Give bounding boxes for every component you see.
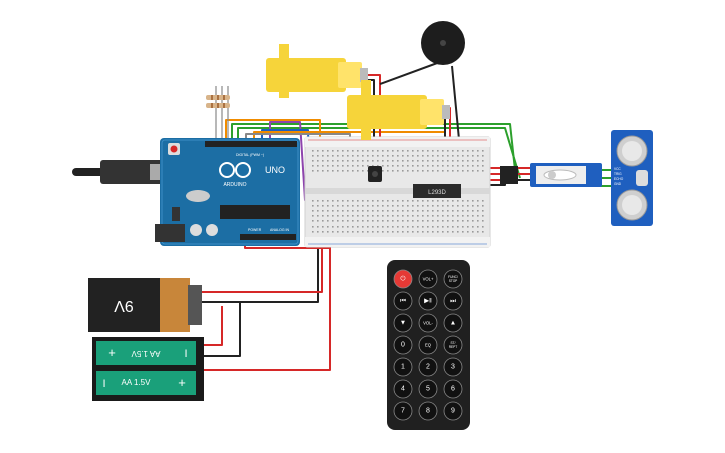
remote-button-play-pause[interactable]: ▶‖ [418, 291, 438, 311]
remote-button-six[interactable]: 6 [443, 379, 463, 399]
aa-top-minus: I [184, 348, 187, 360]
remote-button-label: 9 [451, 408, 455, 415]
servo-motor[interactable] [500, 163, 602, 187]
arduino-header-digital: DIGITAL (PWM ~) [236, 153, 264, 157]
remote-button-eight[interactable]: 8 [418, 401, 438, 421]
remote-button-grid: ⏻ VOL+ FUNC/STOP ⏮ ▶‖ ⏭ ▼ VOL- ▲ 0 EQ ST/REPT 1 2 3 4 5 6… [393, 269, 463, 421]
remote-button-label: ⏭ [450, 298, 456, 305]
remote-button-one[interactable]: 1 [393, 357, 413, 377]
remote-button-label: FUNC/ [448, 275, 458, 279]
remote-button-label: VOL- [423, 321, 433, 326]
remote-button-up[interactable]: ▲ [443, 313, 463, 333]
remote-button-three[interactable]: 3 [443, 357, 463, 377]
remote-button-label: 1 [401, 364, 405, 371]
remote-button-label: 3 [451, 364, 455, 371]
ir-receiver [368, 166, 382, 182]
remote-button-next[interactable]: ⏭ [443, 291, 463, 311]
remote-button-label: EQ [425, 343, 432, 348]
ir-remote[interactable]: ⏻ VOL+ FUNC/STOP ⏮ ▶‖ ⏭ ▼ VOL- ▲ 0 EQ ST/REPT 1 2 3 4 5 6… [387, 260, 470, 430]
arduino-logo [219, 162, 251, 178]
remote-button-label: 4 [401, 386, 405, 393]
wire-aa-red [203, 244, 331, 371]
remote-button-eq[interactable]: EQ [418, 335, 438, 355]
arduino-brand: ARDUINO [223, 182, 246, 188]
wire-aa-red2 [203, 306, 223, 346]
breadboard-holes [312, 150, 484, 233]
aa-cell-top-label: AA 1.5V [131, 349, 161, 358]
remote-button-label: ⏻ [400, 276, 405, 283]
atmega-chip [220, 205, 290, 219]
battery-9v[interactable]: 9V [88, 278, 202, 332]
battery-pack-aa[interactable]: AA 1.5V AA 1.5V + I I + [92, 337, 204, 401]
usb-cable [72, 160, 170, 184]
breadboard [304, 136, 491, 248]
remote-button-label: 8 [426, 408, 430, 415]
dc-motor-bottom[interactable] [347, 80, 450, 140]
remote-button-label: ▲ [450, 320, 456, 327]
remote-button-down[interactable]: ▼ [393, 313, 413, 333]
l293d-chip: L293D [413, 184, 461, 198]
resistors [206, 95, 230, 108]
remote-button-two[interactable]: 2 [418, 357, 438, 377]
remote-button-label: VOL+ [423, 277, 434, 282]
remote-button-label: ▶‖ [424, 298, 432, 305]
remote-button-label: 5 [426, 386, 430, 393]
aa-bottom-minus: I [102, 378, 105, 390]
remote-button-label: 0 [401, 342, 405, 349]
remote-button-nine[interactable]: 9 [443, 401, 463, 421]
remote-button-label: ⏮ [400, 298, 406, 305]
ultrasonic-pin-vcc: VCC [614, 167, 621, 171]
aa-top-plus: + [108, 345, 116, 360]
remote-button-label: ▼ [400, 320, 406, 327]
remote-button-label: STOP [449, 279, 458, 283]
piezo-buzzer [421, 21, 465, 65]
remote-button-vol-up[interactable]: VOL+ [418, 269, 438, 289]
remote-button-func-stop[interactable]: FUNC/STOP [443, 269, 463, 289]
remote-button-label: REPT [449, 345, 458, 349]
remote-button-four[interactable]: 4 [393, 379, 413, 399]
remote-button-label: 7 [401, 408, 405, 415]
wire-9v-black [202, 243, 332, 303]
ultrasonic-pin-gnd: GND [614, 182, 622, 186]
wire-buzzer [379, 61, 461, 151]
chip-label: L293D [428, 190, 446, 196]
dc-motor-top[interactable] [266, 44, 368, 98]
ultrasonic-pin-trig: TRIG [614, 172, 622, 176]
wire-aa-black [203, 302, 241, 357]
remote-button-power[interactable]: ⏻ [393, 269, 413, 289]
aa-bottom-plus: + [178, 375, 186, 390]
ultrasonic-pin-echo: ECHO [614, 177, 624, 181]
remote-button-five[interactable]: 5 [418, 379, 438, 399]
remote-button-st-rept[interactable]: ST/REPT [443, 335, 463, 355]
arduino-model: UNO [265, 165, 285, 175]
remote-button-vol-down[interactable]: VOL- [418, 313, 438, 333]
remote-button-label: ST/ [451, 341, 456, 345]
wire-9v-red [202, 236, 323, 293]
arduino-header-analog: ANALOG IN [270, 228, 290, 232]
remote-button-prev[interactable]: ⏮ [393, 291, 413, 311]
remote-button-zero[interactable]: 0 [393, 335, 413, 355]
remote-button-label: 2 [426, 364, 430, 371]
battery-9v-label: 9V [114, 297, 134, 314]
arduino-board[interactable]: ARDUINO UNO DIGITAL (PWM ~) POWER ANALOG… [155, 138, 300, 246]
aa-cell-bottom-label: AA 1.5V [122, 378, 152, 387]
arduino-header-power: POWER [248, 228, 262, 232]
remote-button-label: 6 [451, 386, 455, 393]
remote-button-seven[interactable]: 7 [393, 401, 413, 421]
